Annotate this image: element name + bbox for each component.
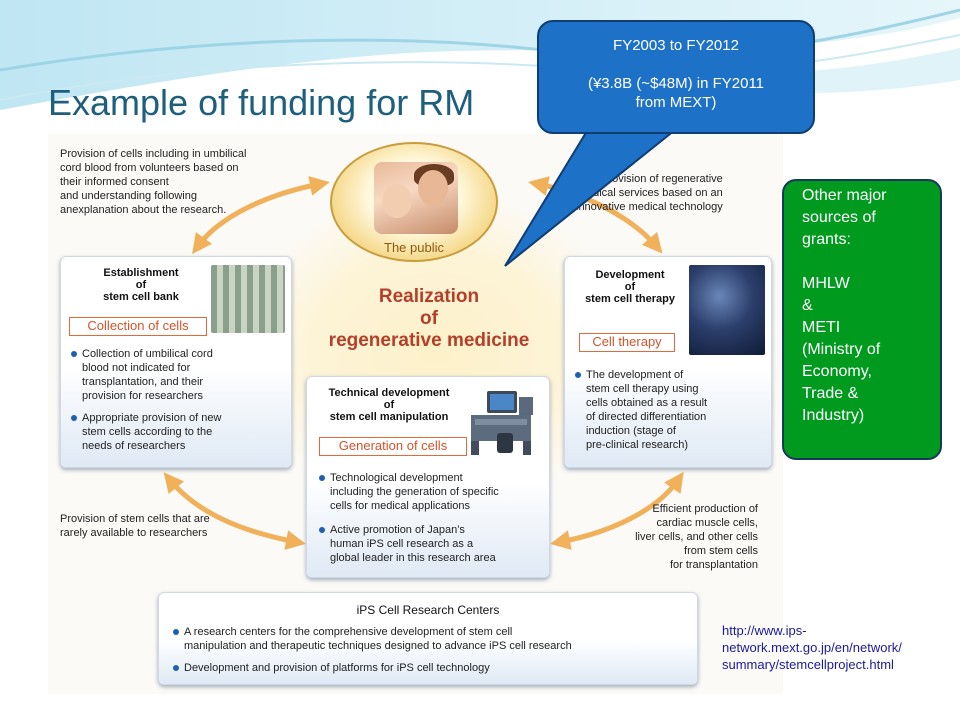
source-url[interactable]: http://www.ips- network.mext.go.jp/en/ne…: [722, 623, 902, 672]
other-grants-box: Other major sources of grants: MHLW & ME…: [782, 179, 942, 460]
note-bottom-left: Provision of stem cells that are rarely …: [60, 513, 210, 539]
card-stem-cell-therapy: Development of stem cell therapy Cell th…: [564, 256, 772, 468]
funding-callout: FY2003 to FY2012 (¥3.8B (~$48M) in FY201…: [537, 20, 815, 134]
card-title: Establishment of stem cell bank: [103, 267, 179, 303]
tag-cell-therapy: Cell therapy: [579, 333, 675, 352]
card-title: Development of stem cell therapy: [585, 269, 675, 305]
bullet: Technological development including the …: [319, 471, 499, 513]
note-top-right: Provision of regenerative medical servic…: [576, 173, 723, 213]
surgery-photo: [689, 265, 765, 355]
tag-generation-of-cells: Generation of cells: [319, 437, 467, 456]
slide-title: Example of funding for RM: [48, 82, 475, 123]
computer-workstation-icon: [471, 391, 533, 455]
arrow-therapy-to-manipulation: [550, 471, 684, 550]
card-stem-cell-bank: Establishment of stem cell bank Collecti…: [60, 256, 292, 468]
funding-diagram: Provision of cells including in umbilica…: [48, 134, 783, 694]
tag-collection-of-cells: Collection of cells: [69, 317, 207, 336]
public-oval: The public: [330, 142, 498, 262]
bullet: The development of stem cell therapy usi…: [575, 368, 707, 452]
card-stem-cell-manipulation: Technical development of stem cell manip…: [306, 376, 550, 578]
note-top-left: Provision of cells including in umbilica…: [60, 148, 247, 216]
note-bottom-right: Efficient production of cardiac muscle c…: [635, 503, 758, 571]
card-title: Technical development of stem cell manip…: [328, 387, 450, 423]
bullet: A research centers for the comprehensive…: [173, 625, 572, 653]
bullet: Appropriate provision of new stem cells …: [71, 411, 221, 453]
family-photo: [374, 162, 458, 234]
arrow-public-to-bank: [192, 176, 330, 255]
center-title: Realization of regenerative medicine: [328, 286, 530, 351]
public-label: The public: [384, 240, 444, 255]
bullet: Development and provision of platforms f…: [173, 661, 490, 675]
ips-title: iPS Cell Research Centers: [356, 603, 500, 617]
lab-photo: [211, 265, 285, 333]
bullet: Collection of umbilical cord blood not i…: [71, 347, 213, 403]
arrow-bank-to-manipulation: [163, 472, 306, 550]
card-ips-research-centers: iPS Cell Research Centers A research cen…: [158, 592, 698, 685]
bullet: Active promotion of Japan’s human iPS ce…: [319, 523, 496, 565]
